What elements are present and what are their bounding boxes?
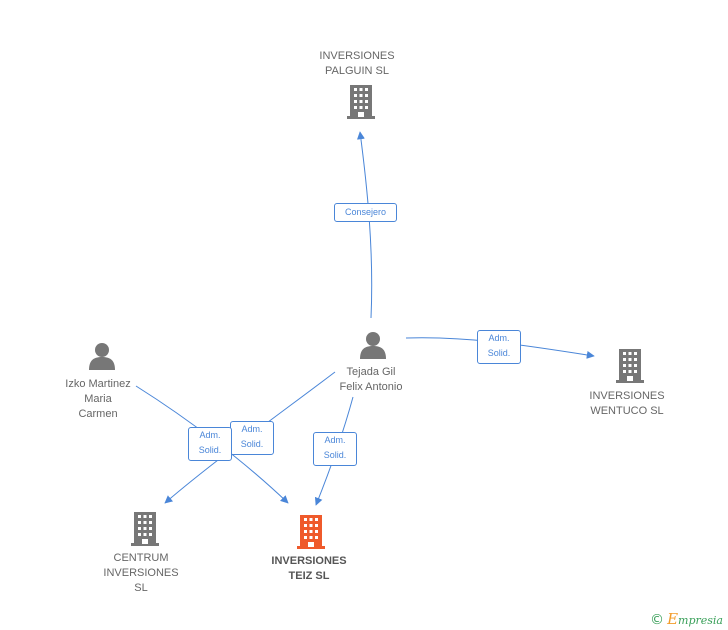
edge-label-adm-centrum: Adm. Solid. <box>230 421 274 455</box>
edge-label-adm-teiz-tejada: Adm. Solid. <box>313 432 357 466</box>
node-label-izko[interactable]: Izko Martinez Maria Carmen <box>65 378 131 420</box>
edge-label-consejero: Consejero <box>334 203 397 222</box>
edge-label-adm-wentuco: Adm. Solid. <box>477 330 521 364</box>
node-label-wentuco[interactable]: INVERSIONES WENTUCO SL <box>589 390 665 417</box>
brand-logo-text: mpresia <box>678 614 723 627</box>
edge-consejero-palguin <box>356 131 373 319</box>
empresia-logo[interactable]: © Empresia <box>650 610 723 628</box>
node-label-centrum[interactable]: CENTRUM INVERSIONES SL <box>103 552 179 594</box>
node-label-tejada[interactable]: Tejada Gil Felix Antonio <box>339 366 403 393</box>
wentuco-building-icon[interactable] <box>616 349 644 383</box>
centrum-building-icon[interactable] <box>131 512 159 546</box>
palguin-building-icon[interactable] <box>347 85 375 119</box>
tejada-person-icon[interactable] <box>360 332 386 359</box>
teiz-building-icon[interactable] <box>297 515 325 549</box>
brand-logo-e: E <box>667 610 679 628</box>
edge-label-adm-teiz-izko: Adm. Solid. <box>188 427 232 461</box>
node-label-palguin[interactable]: INVERSIONES PALGUIN SL <box>319 50 395 77</box>
copyright-symbol: © <box>650 612 664 628</box>
izko-person-icon[interactable] <box>89 343 115 370</box>
node-label-teiz[interactable]: INVERSIONES TEIZ SL <box>271 555 347 582</box>
